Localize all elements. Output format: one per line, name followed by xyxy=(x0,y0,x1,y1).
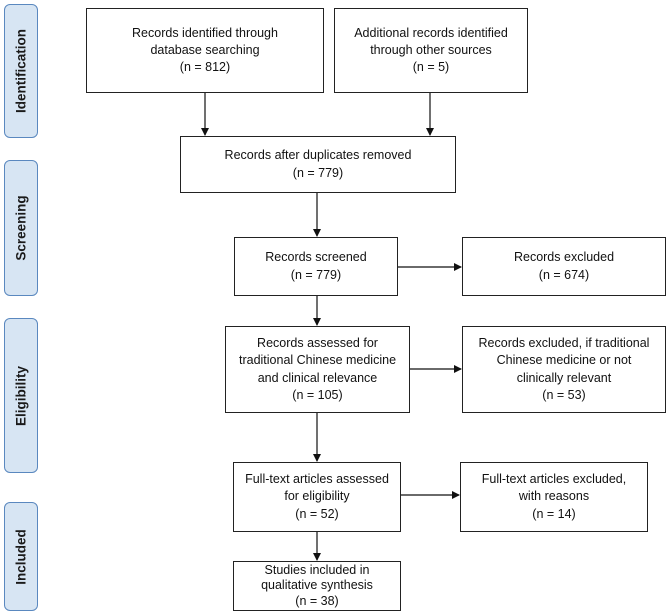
box-records-excluded: Records excluded (n = 674) xyxy=(462,237,666,296)
box-line: Studies included in xyxy=(264,562,370,577)
box-count: (n = 779) xyxy=(292,165,344,180)
box-count: (n = 14) xyxy=(532,506,576,521)
box-count: (n = 53) xyxy=(542,387,586,402)
phase-identification: Identification xyxy=(4,4,38,138)
box-line: Full-text articles assessed xyxy=(245,472,389,487)
box-line: clinically relevant xyxy=(516,370,612,385)
box-line: for eligibility xyxy=(284,489,350,504)
box-count: (n = 52) xyxy=(295,506,339,521)
box-assessed-tcm: Records assessed for traditional Chinese… xyxy=(225,326,410,413)
box-count: (n = 5) xyxy=(412,60,450,75)
box-line: Records excluded xyxy=(513,250,615,265)
box-count: (n = 674) xyxy=(538,267,590,282)
box-line: through other sources xyxy=(370,42,492,57)
box-line: database searching xyxy=(150,42,260,57)
box-after-duplicates: Records after duplicates removed (n = 77… xyxy=(180,136,456,193)
box-excluded-tcm: Records excluded, if traditional Chinese… xyxy=(462,326,666,413)
box-line: Chinese medicine or not xyxy=(496,353,632,368)
box-line: Records identified through xyxy=(132,25,278,40)
box-line: Full-text articles excluded, xyxy=(481,472,627,487)
phase-screening: Screening xyxy=(4,160,38,296)
phase-included: Included xyxy=(4,502,38,611)
box-count: (n = 779) xyxy=(290,267,342,282)
box-included-studies: Studies included in qualitative synthesi… xyxy=(233,561,401,611)
phase-eligibility: Eligibility xyxy=(4,318,38,473)
box-line: Records screened xyxy=(265,250,367,265)
box-database-search: Records identified through database sear… xyxy=(86,8,324,93)
box-line: qualitative synthesis xyxy=(261,578,373,593)
box-other-sources: Additional records identified through ot… xyxy=(334,8,528,93)
box-line: Additional records identified xyxy=(354,25,508,40)
box-count: (n = 105) xyxy=(292,387,343,402)
box-line: with reasons xyxy=(518,489,590,504)
box-line: Records excluded, if traditional xyxy=(478,336,650,350)
box-count: (n = 38) xyxy=(295,593,339,608)
box-line: traditional Chinese medicine xyxy=(238,353,397,368)
box-line: Records after duplicates removed xyxy=(224,148,412,163)
box-line: and clinical relevance xyxy=(257,370,378,385)
box-fulltext-assessed: Full-text articles assessed for eligibil… xyxy=(233,462,401,532)
box-fulltext-excluded: Full-text articles excluded, with reason… xyxy=(460,462,648,532)
box-records-screened: Records screened (n = 779) xyxy=(234,237,398,296)
box-line: Records assessed for xyxy=(257,336,378,350)
box-count: (n = 812) xyxy=(179,60,231,75)
